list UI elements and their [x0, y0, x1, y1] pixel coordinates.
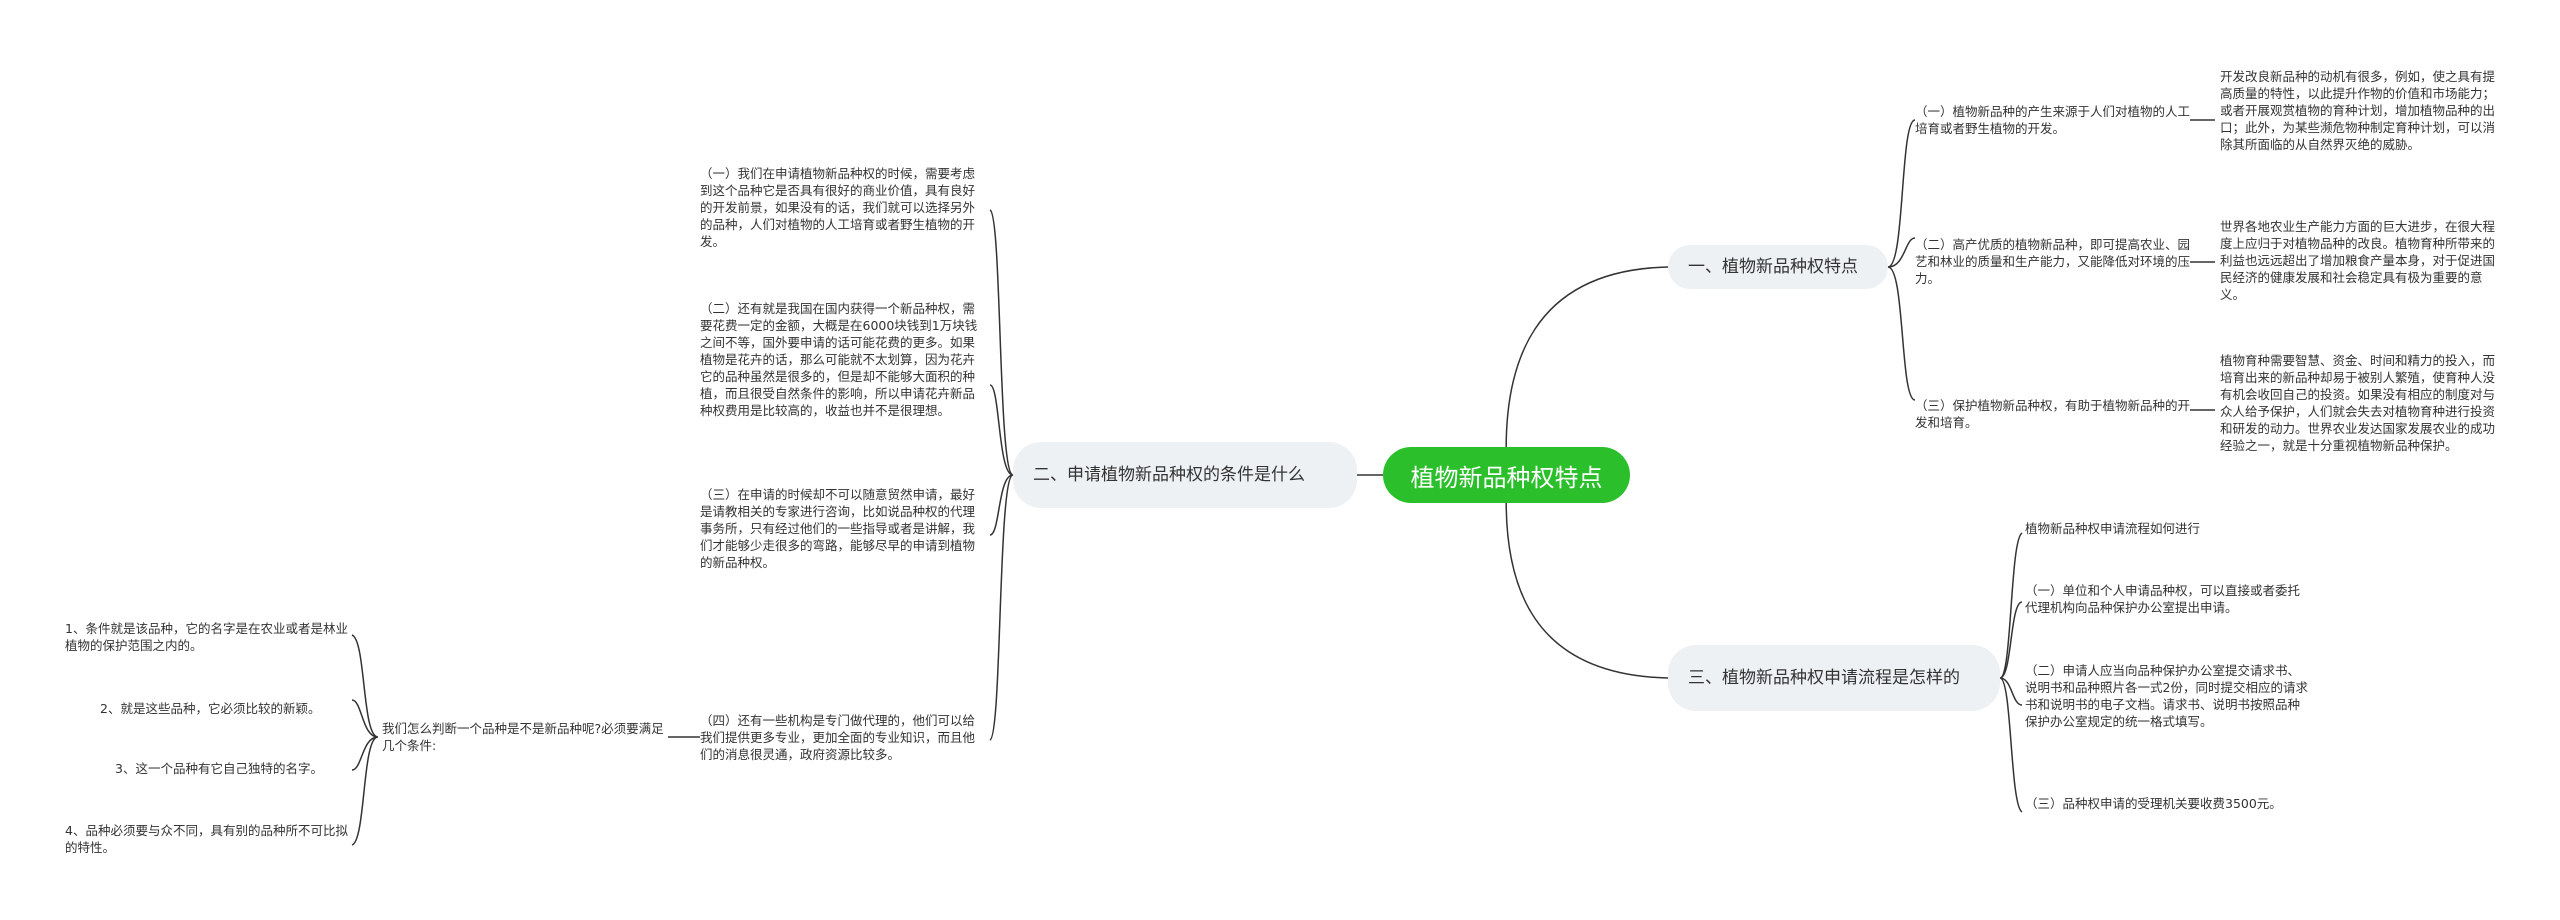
b3-item-4[interactable]: （三）品种权申请的受理机关要收费3500元。: [2025, 796, 2282, 811]
b1-item-2-detail[interactable]: 世界各地农业生产能力方面的巨大进步，在很大程度上应归于对植物品种的改良。植物育种…: [2220, 219, 2496, 302]
branch-2-topic[interactable]: 二、申请植物新品种权的条件是什么: [1013, 442, 1357, 508]
edge-root-b1: [1505, 266, 1669, 476]
edge-b2-bracket: [989, 209, 1014, 741]
condition-3[interactable]: 3、这一个品种有它自己独特的名字。: [115, 761, 323, 776]
condition-2[interactable]: 2、就是这些品种，它必须比较的新颖。: [100, 701, 321, 716]
branch-1-topic[interactable]: 一、植物新品种权特点: [1668, 245, 1888, 289]
branch-3-topic[interactable]: 三、植物新品种权申请流程是怎样的: [1668, 645, 2000, 711]
b3-item-2[interactable]: （一）单位和个人申请品种权，可以直接或者委托代理机构向品种保护办公室提出申请。: [2025, 583, 2301, 615]
edge-b3-bracket: [1999, 532, 2023, 813]
b1-item-3[interactable]: （三）保护植物新品种权，有助于植物新品种的开发和培育。: [1915, 398, 2191, 430]
b1-item-1-detail[interactable]: 开发改良新品种的动机有很多，例如，使之具有提高质量的特性，以此提升作物的价值和市…: [2220, 69, 2496, 152]
b1-item-2[interactable]: （二）高产优质的植物新品种，即可提高农业、园艺和林业的质量和生产能力，又能降低对…: [1915, 237, 2191, 286]
root-topic[interactable]: 植物新品种权特点: [1383, 447, 1630, 503]
edge-b1-items: [1887, 119, 1916, 401]
b2-item-1[interactable]: （一）我们在申请植物新品种权的时候，需要考虑到这个品种它是否具有很好的商业价值，…: [700, 166, 976, 249]
b1-item-3-detail[interactable]: 植物育种需要智慧、资金、时间和精力的投入，而培育出来的新品种却易于被别人繁殖，使…: [2220, 353, 2496, 453]
b2-item-2[interactable]: （二）还有就是我国在国内获得一个新品种权，需要花费一定的金额，大概是在6000块…: [700, 301, 978, 418]
b2-item-3[interactable]: （三）在申请的时候却不可以随意贸然申请，最好是请教相关的专家进行咨询，比如说品种…: [700, 487, 976, 570]
condition-4[interactable]: 4、品种必须要与众不同，具有别的品种所不可比拟的特性。: [65, 823, 348, 855]
b3-item-3[interactable]: （二）申请人应当向品种保护办公室提交请求书、说明书和品种照片各一式2份，同时提交…: [2025, 663, 2308, 729]
b1-item-1[interactable]: （一）植物新品种的产生来源于人们对植物的人工培育或者野生植物的开发。: [1915, 104, 2191, 136]
edge-root-b3: [1505, 474, 1669, 679]
condition-1[interactable]: 1、条件就是该品种，它的名字是在农业或者是林业植物的保护范围之内的。: [65, 621, 348, 653]
b2-item-4[interactable]: （四）还有一些机构是专门做代理的，他们可以给我们提供更多专业，更加全面的专业知识…: [700, 713, 976, 762]
b3-item-1[interactable]: 植物新品种权申请流程如何进行: [2025, 521, 2201, 536]
b2-question[interactable]: 我们怎么判断一个品种是不是新品种呢?必须要满足几个条件:: [382, 721, 664, 753]
edge-question-bracket: [351, 634, 379, 846]
